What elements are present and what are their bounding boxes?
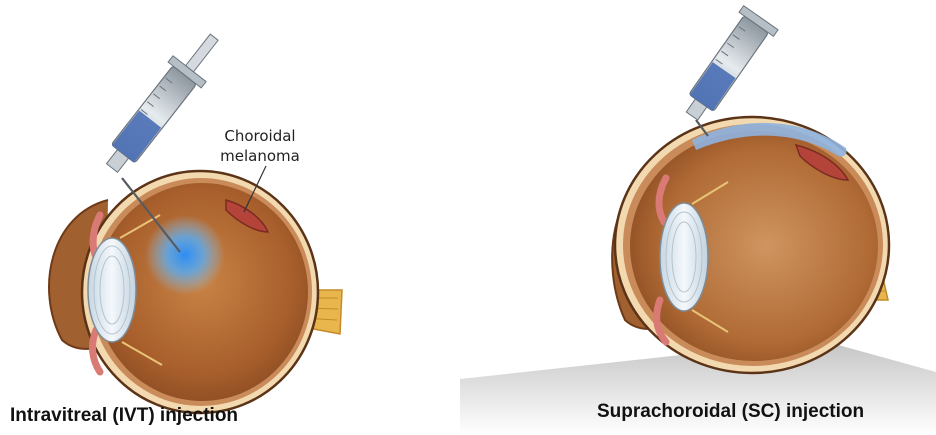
melanoma-label: Choroidal melanoma: [195, 126, 325, 166]
lens: [660, 203, 708, 311]
ivt-panel: Choroidal melanoma Intravitreal (IVT) in…: [0, 0, 460, 435]
syringe-plunger: [186, 34, 219, 72]
injected-drug-cloud: [145, 215, 225, 295]
sc-caption: Suprachoroidal (SC) injection: [597, 401, 864, 423]
ivt-caption: Intravitreal (IVT) injection: [10, 405, 238, 427]
melanoma-label-line1: Choroidal: [195, 126, 325, 146]
ivt-eye-illustration: [0, 0, 460, 435]
syringe: [675, 6, 778, 128]
sc-panel: Suprachoroidal (SC) injection: [460, 0, 936, 435]
sc-eye-illustration: [460, 0, 936, 435]
melanoma-label-line2: melanoma: [195, 146, 325, 166]
lens: [88, 238, 136, 342]
